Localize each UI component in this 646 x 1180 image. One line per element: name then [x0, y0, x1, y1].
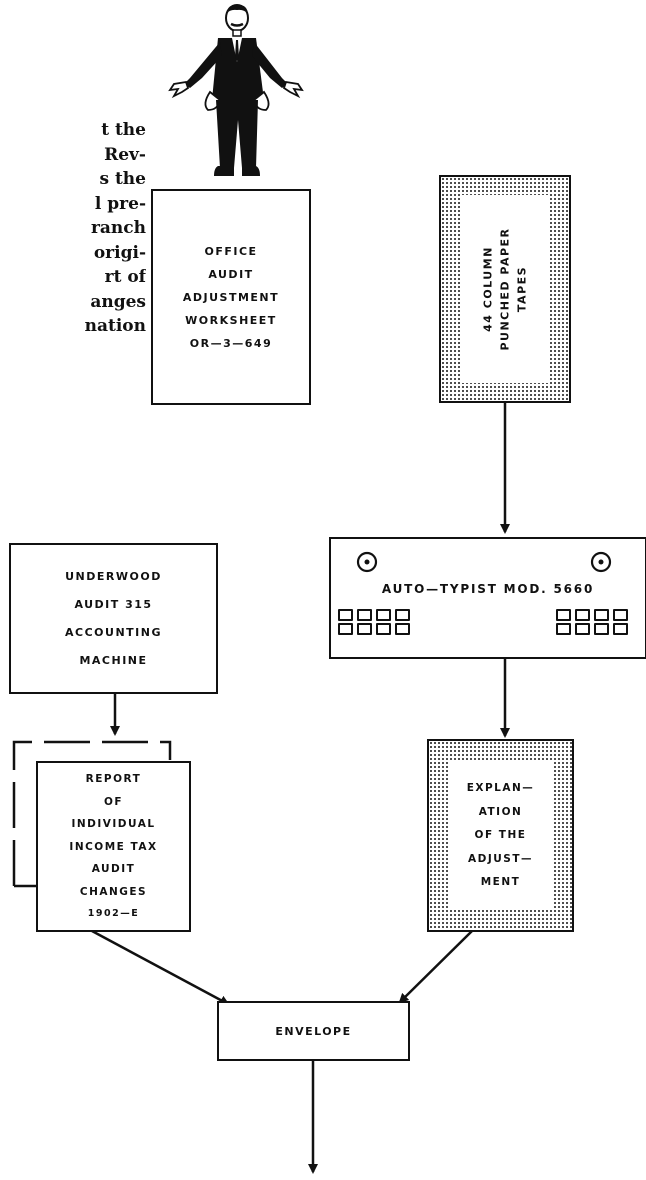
explanation-line: OF THE [475, 830, 527, 841]
intro-line: t the [64, 118, 146, 143]
tapes-line: 44 COLUMN [480, 194, 497, 384]
autotypist-box: AUTO—TYPIST MOD. 5660 [329, 537, 646, 659]
explanation-line: MENT [481, 877, 521, 888]
arrow-report-to-envelope [92, 931, 228, 1004]
intro-line: anges [64, 290, 146, 315]
report-line: CHANGES [80, 887, 147, 898]
keypad-right [556, 609, 628, 635]
tapes-line: PUNCHED PAPER [497, 194, 514, 384]
intro-text: t the Rev- s the l pre- ranch origi- rt … [64, 118, 146, 339]
report-line: REPORT [86, 774, 142, 785]
underwood-line: UNDERWOOD [65, 571, 162, 582]
report-line: OF [104, 797, 123, 808]
worksheet-line: OFFICE [204, 246, 257, 257]
explanation-line: ATION [479, 807, 523, 818]
explanation-line: ADJUST— [468, 854, 533, 865]
explanation-box: EXPLAN— ATION OF THE ADJUST— MENT [427, 739, 574, 932]
underwood-line: AUDIT 315 [74, 599, 152, 610]
intro-line: Rev- [64, 143, 146, 168]
keypad-left [338, 609, 410, 635]
report-line: 1902—E [88, 909, 139, 919]
intro-line: rt of [64, 265, 146, 290]
explanation-line: EXPLAN— [467, 783, 535, 794]
intro-line: s the [64, 167, 146, 192]
tapes-line: TAPES [514, 194, 531, 384]
tapes-box: 44 COLUMN PUNCHED PAPER TAPES [439, 175, 571, 403]
intro-line: origi- [64, 241, 146, 266]
report-line: INDIVIDUAL [71, 819, 155, 830]
intro-line: nation [64, 314, 146, 339]
underwood-line: ACCOUNTING [65, 627, 162, 638]
envelope-box: ENVELOPE [217, 1001, 410, 1061]
worksheet-line: AUDIT [208, 269, 253, 280]
envelope-label: ENVELOPE [275, 1026, 351, 1037]
worksheet-line: ADJUSTMENT [183, 292, 279, 303]
arrow-explanation-to-envelope [400, 931, 472, 1002]
underwood-line: MACHINE [79, 655, 147, 666]
intro-line: l pre- [64, 192, 146, 217]
dial-icon [356, 551, 378, 573]
worksheet-box: OFFICE AUDIT ADJUSTMENT WORKSHEET OR—3—6… [151, 189, 311, 405]
dial-icon [590, 551, 612, 573]
report-box: REPORT OF INDIVIDUAL INCOME TAX AUDIT CH… [36, 761, 191, 932]
report-line: INCOME TAX [69, 842, 157, 853]
worksheet-line: OR—3—649 [190, 338, 272, 349]
worksheet-line: WORKSHEET [185, 315, 277, 326]
report-line: AUDIT [92, 864, 136, 875]
underwood-box: UNDERWOOD AUDIT 315 ACCOUNTING MACHINE [9, 543, 218, 694]
intro-line: ranch [64, 216, 146, 241]
man-illustration [160, 0, 310, 190]
autotypist-label: AUTO—TYPIST MOD. 5660 [331, 583, 645, 595]
